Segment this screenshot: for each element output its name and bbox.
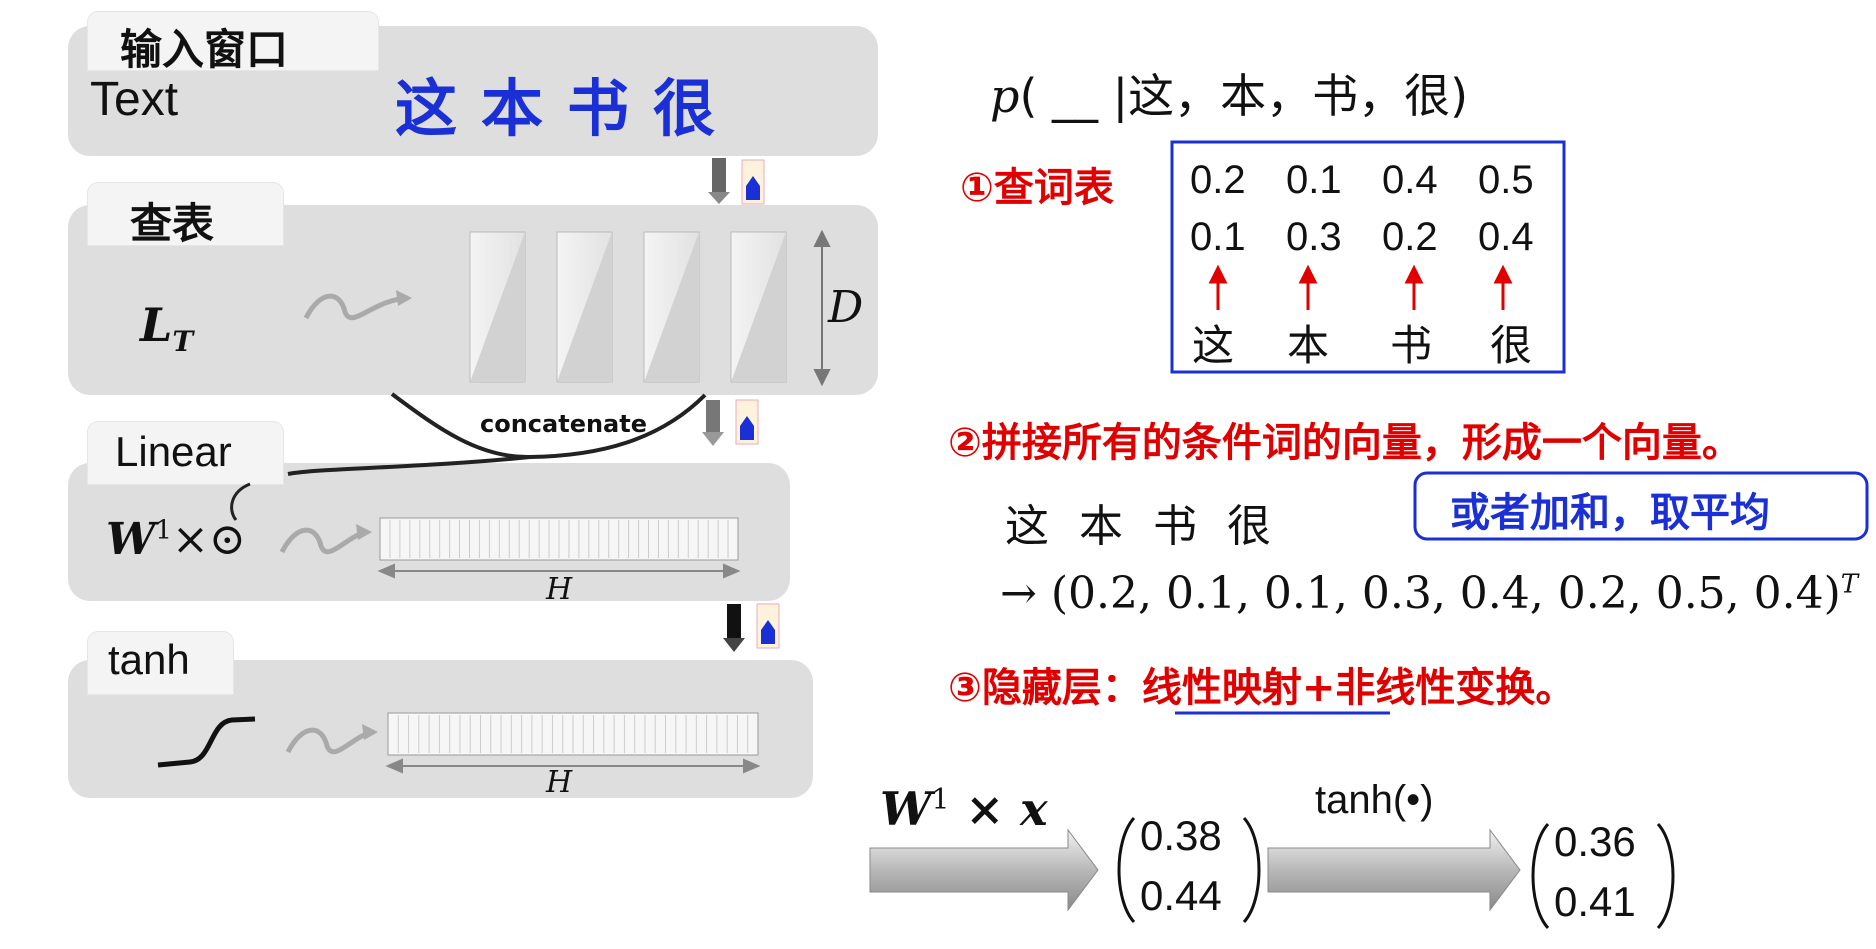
flow-down-marker xyxy=(723,603,780,652)
table-cell: 0.4 xyxy=(1382,158,1438,202)
input-text-label: Text xyxy=(90,73,179,126)
step3-part-c: +非线性变换。 xyxy=(1301,665,1576,711)
concat-link xyxy=(230,482,251,521)
linear-formula-w: W xyxy=(106,514,156,565)
concat-link xyxy=(287,455,531,476)
bracket-left xyxy=(1531,822,1550,930)
lookup-tab-label: 查表 xyxy=(130,199,215,248)
input-words: 这本书很 xyxy=(395,58,715,148)
squiggle-arrow-icon xyxy=(279,527,369,555)
red-up-arrows xyxy=(1208,264,1513,310)
linear-formula-rest: ×⊙ xyxy=(171,514,246,565)
linear-dim-label: H xyxy=(546,572,573,607)
tanh-tab-label: tanh xyxy=(108,636,190,683)
input-tab-label: 输入窗口 xyxy=(120,25,289,74)
embedding-column xyxy=(469,231,526,383)
concat-curve xyxy=(390,392,707,460)
bracket-right xyxy=(1656,822,1675,930)
big-arrow-icon xyxy=(869,828,1099,912)
big-arrow-icon xyxy=(1267,828,1521,912)
embedding-column xyxy=(643,231,700,383)
table-cell: 0.3 xyxy=(1286,215,1342,259)
table-cell: 0.4 xyxy=(1478,215,1534,259)
embedding-column xyxy=(556,231,613,383)
alt-box xyxy=(1413,471,1869,541)
concat-label: concatenate xyxy=(480,410,648,438)
hidden-vector-bar xyxy=(387,712,759,756)
table-word: 这 xyxy=(1192,321,1235,370)
bracket-right xyxy=(1242,816,1261,924)
input-tab xyxy=(88,12,378,70)
step3-part-b: 线性映射 xyxy=(1141,665,1302,711)
table-word: 很 xyxy=(1490,321,1533,370)
concat-vector: → (0.2, 0.1, 0.1, 0.3, 0.4, 0.2, 0.5, 0.… xyxy=(1000,568,1858,619)
lookup-tab xyxy=(88,183,283,245)
step2-label: ②拼接所有的条件词的向量，形成一个向量。 xyxy=(948,420,1742,466)
linear-formula: W1×⊙ xyxy=(106,514,246,565)
step1-label: ①查词表 xyxy=(960,165,1114,211)
step2-words: 这 本 书 很 xyxy=(1005,501,1279,552)
alt-text: 或者加和，取平均 xyxy=(1450,490,1770,536)
concat-vector-sup: T xyxy=(1840,569,1859,600)
bottom-formula: W1 × x xyxy=(880,782,1048,836)
tanh-label: tanh(•) xyxy=(1315,778,1434,822)
flow-down-marker xyxy=(702,399,759,446)
probability-expression: p( __ |这，本，书，很) xyxy=(990,60,1468,126)
dimension-arrow-h xyxy=(385,758,761,774)
linear-tab-label: Linear xyxy=(115,428,232,475)
embedding-columns xyxy=(469,231,787,383)
input-word: 这 xyxy=(395,72,458,145)
concat-vector-values: → (0.2, 0.1, 0.1, 0.3, 0.4, 0.2, 0.5, 0.… xyxy=(1000,568,1841,619)
linear-formula-sup: 1 xyxy=(155,515,172,546)
hidden-vector-bar xyxy=(379,517,739,561)
squiggle-arrow-icon xyxy=(285,727,375,755)
vector-value: 0.36 xyxy=(1554,818,1636,865)
sigmoid-icon xyxy=(157,716,256,768)
squiggle-arrow-icon xyxy=(303,293,409,321)
lookup-formula-sub: T xyxy=(172,325,194,359)
vector-value: 0.44 xyxy=(1140,872,1222,919)
input-word: 书 xyxy=(567,72,630,145)
vector-value: 0.38 xyxy=(1140,812,1222,859)
table-cell: 0.5 xyxy=(1478,158,1534,202)
lookup-dim-label: D xyxy=(828,282,864,333)
table-cell: 0.1 xyxy=(1190,215,1246,259)
table-cell: 0.1 xyxy=(1286,158,1342,202)
dimension-arrow-h xyxy=(377,563,741,579)
vector-value: 0.41 xyxy=(1554,878,1636,925)
lookup-formula-main: L xyxy=(140,298,173,352)
flow-down-marker xyxy=(708,158,765,205)
input-word: 本 xyxy=(481,72,544,145)
table-word: 书 xyxy=(1390,321,1433,370)
bracket-left xyxy=(1117,816,1136,924)
lookup-table-box xyxy=(1170,140,1566,374)
step3-part-a: ③隐藏层： xyxy=(948,665,1142,711)
embedding-column xyxy=(730,231,787,383)
linear-tab xyxy=(88,422,283,484)
table-word: 本 xyxy=(1287,321,1330,370)
lookup-formula: LT xyxy=(140,298,193,358)
dimension-arrow-d xyxy=(813,229,831,387)
tanh-tab xyxy=(88,632,233,694)
table-cell: 0.2 xyxy=(1190,158,1246,202)
bottom-formula-w: W xyxy=(880,782,932,836)
input-word: 很 xyxy=(653,72,716,145)
probability-rest: ( __ |这，本，书，很) xyxy=(1019,69,1469,123)
bottom-formula-x: × x xyxy=(949,782,1048,836)
probability-p: p xyxy=(990,69,1020,123)
tanh-dim-label: H xyxy=(546,765,573,800)
step3-label: ③隐藏层：线性映射+非线性变换。 xyxy=(948,655,1575,713)
bottom-formula-sup: 1 xyxy=(931,782,950,816)
table-cell: 0.2 xyxy=(1382,215,1438,259)
